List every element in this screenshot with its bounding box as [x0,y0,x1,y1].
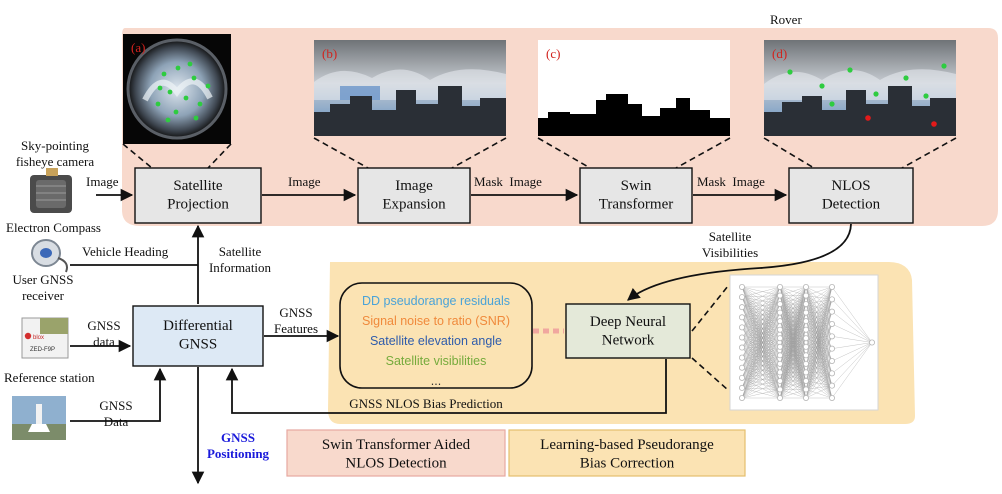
reference-station-icon [12,396,66,440]
nlos-detection-box [788,167,914,224]
feature-item: Satellite elevation angle [370,334,502,348]
legend-detection [286,429,506,477]
image-link-lines [122,137,957,169]
fisheye-image [123,34,231,144]
label-mask-image-2: Mask Image [697,174,765,189]
label-image-1: Image [86,174,119,189]
rover-label: Rover [770,12,802,27]
deep-neural-network-box [565,303,691,359]
fisheye-camera-icon [30,168,72,213]
svg-text:ZED-F9P: ZED-F9P [30,347,55,353]
swin-transformer-box [579,167,693,224]
image-expansion-box [357,167,471,224]
satellite-projection-box [134,167,262,224]
gnss-feature-box [339,282,533,389]
mask-image [538,40,730,136]
feature-caption: GNSS NLOS Bias Prediction [349,396,503,411]
differential-gnss-box [132,305,264,367]
image-c-tag: (c) [546,46,560,61]
feature-item: ... [431,374,441,388]
legend-correction [508,429,746,477]
compass-icon [31,239,68,273]
gnss-receiver-icon: blox ZED-F9P [21,317,69,359]
image-b-tag: (b) [322,46,337,61]
svg-text:blox: blox [33,335,44,341]
feature-item: Satellite visibilities [386,354,487,368]
neural-network-illustration [729,274,879,411]
nlos-image [764,40,956,136]
label-vehicle-heading: Vehicle Heading [82,244,169,259]
image-a-tag: (a) [131,40,145,55]
label-mask-image-1: Mask Image [474,174,542,189]
label-image-2: Image [288,174,321,189]
label-electron-compass: Electron Compass [6,220,101,235]
label-reference-station: Reference station [4,370,95,385]
feature-item: Signal noise to ratio (SNR) [362,314,510,328]
image-d-tag: (d) [772,46,787,61]
expanded-image [314,40,506,136]
feature-item: DD pseudorange residuals [362,294,510,308]
